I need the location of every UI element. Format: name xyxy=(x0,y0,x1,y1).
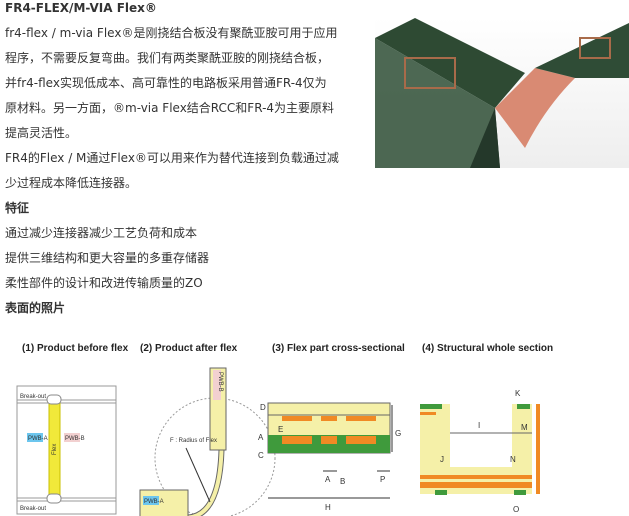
dim-h: H xyxy=(325,503,331,512)
dim-c: C xyxy=(258,451,264,460)
diagram-3: D E A C G A B P H xyxy=(258,402,401,512)
flex-diagrams: (1) Product before flex (2) Product afte… xyxy=(16,343,553,516)
pwb-a-label: PWB-A xyxy=(144,499,164,505)
break-out-label: Break-out xyxy=(20,506,46,512)
dim-a: A xyxy=(325,475,331,484)
pwb-b-label: PWB-B xyxy=(65,436,85,442)
diagram-3-title: (3) Flex part cross-sectional xyxy=(272,343,405,354)
radius-label: F : Radius of Flex xyxy=(170,438,217,444)
dim-b: B xyxy=(340,477,345,486)
feature-item: 提供三维结构和更大容量的多重存储器 xyxy=(5,251,210,265)
diagram-1: Break-out Break-out PWB-A PWB-B Flex xyxy=(16,385,117,515)
dim-j: J xyxy=(440,455,444,464)
dim-k: K xyxy=(515,389,521,398)
dim-o: O xyxy=(513,505,519,514)
diagram-1-title: (1) Product before flex xyxy=(22,343,129,354)
page-title: FR4-FLEX/M-VIA Flex® xyxy=(5,1,157,15)
dim-a-left: A xyxy=(258,433,264,442)
flex-label: Flex xyxy=(52,444,58,455)
pwb-a-label: PWB-A xyxy=(28,436,48,442)
intro-line: 少过程成本降低连接器。 xyxy=(5,176,138,190)
intro-line: 原材料。另一方面，®m-via Flex结合RCC和FR-4为主要原料 xyxy=(5,101,335,115)
dim-g: G xyxy=(395,429,401,438)
intro-line: FR4的Flex / M通过Flex®可以用来作为替代连接到负载通过减 xyxy=(5,151,339,165)
pwb-b-label: PWB-B xyxy=(217,372,223,392)
photos-heading: 表面的照片 xyxy=(5,301,66,315)
intro-line: 提高灵活性。 xyxy=(5,126,78,140)
dim-n: N xyxy=(510,455,516,464)
dim-d: D xyxy=(260,403,266,412)
feature-item: 通过减少连接器减少工艺负荷和成本 xyxy=(5,226,198,240)
intro-line: 程序，不需要反复弯曲。我们有两类聚酰亚胺的刚挠结合板， xyxy=(5,51,330,65)
diagram-2: F : Radius of Flex PWB-A PWB-B xyxy=(139,367,276,516)
intro-line: fr4-flex / m-via Flex®是刚挠结合板没有聚酰亚胺可用于应用 xyxy=(5,26,338,40)
diagram-4: I K M J N O xyxy=(420,389,540,514)
features-heading: 特征 xyxy=(5,201,30,215)
intro-line: 并fr4-flex实现低成本、高可靠性的电路板采用普通FR-4仅为 xyxy=(5,76,327,90)
diagram-4-title: (4) Structural whole section xyxy=(422,343,553,354)
flex-pcb-photo xyxy=(375,18,629,168)
diagram-2-title: (2) Product after flex xyxy=(140,343,238,354)
break-out-label: Break-out xyxy=(20,394,46,400)
dim-m: M xyxy=(521,423,528,432)
dim-i: I xyxy=(478,421,480,430)
dim-e: E xyxy=(278,425,283,434)
feature-item: 柔性部件的设计和改进传输质量的ZO xyxy=(5,276,203,290)
dim-p: P xyxy=(380,475,385,484)
